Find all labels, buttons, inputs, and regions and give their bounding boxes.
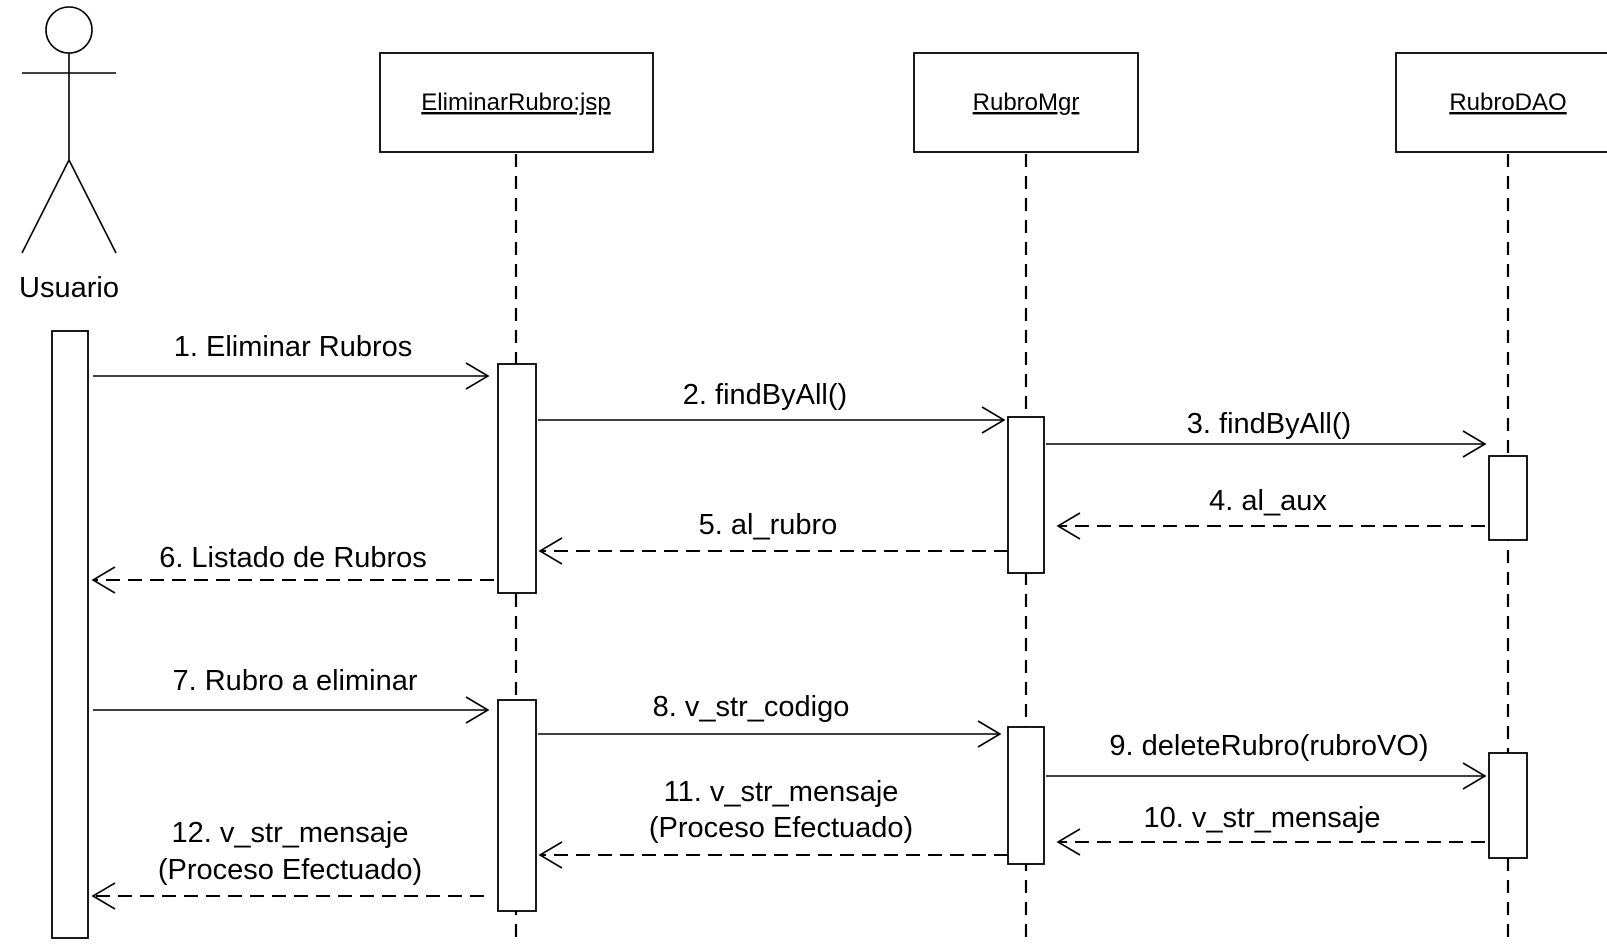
participant-box <box>913 52 1139 153</box>
message-5-label: 5. al_rubro <box>699 509 838 541</box>
actor-left-leg <box>21 159 70 254</box>
message-4: 4. al_aux <box>1056 485 1485 540</box>
message-11-label-line-1: 11. v_str_mensaje <box>664 776 899 808</box>
message-2-label: 2. findByAll() <box>683 379 847 411</box>
participant-eliminarrubro-jsp: EliminarRubro:jsp <box>379 52 654 153</box>
message-2-arrowhead <box>981 406 1006 434</box>
participant-title: RubroDAO <box>1449 89 1566 116</box>
message-1: 1. Eliminar Rubros <box>93 331 490 390</box>
message-7: 7. Rubro a eliminar <box>93 665 490 724</box>
message-3-label: 3. findByAll() <box>1187 408 1351 440</box>
message-4-arrowhead <box>1056 512 1081 540</box>
message-12-label-line-2: (Proceso Efectuado) <box>158 854 422 886</box>
activation-dao-1 <box>1488 455 1528 541</box>
participant-rubromgr: RubroMgr <box>913 52 1139 153</box>
activation-usuario <box>51 330 89 939</box>
activation-mgr-2 <box>1007 726 1045 865</box>
message-10-arrowhead <box>1056 828 1081 856</box>
message-11: 11. v_str_mensaje (Proceso Efectuado) <box>538 776 1008 869</box>
actor-name: Usuario <box>19 272 119 304</box>
activation-dao-2 <box>1488 752 1528 859</box>
message-9: 9. deleteRubro(rubroVO) <box>1046 730 1487 790</box>
message-9-label: 9. deleteRubro(rubroVO) <box>1109 730 1428 762</box>
participant-title: EliminarRubro:jsp <box>421 89 610 116</box>
message-4-label: 4. al_aux <box>1209 485 1327 517</box>
participant-title: RubroMgr <box>973 89 1080 116</box>
message-2: 2. findByAll() <box>538 379 1006 434</box>
message-11-label-line-2: (Proceso Efectuado) <box>649 812 913 844</box>
activation-mgr-1 <box>1007 416 1045 574</box>
participant-box <box>1395 52 1607 153</box>
message-3-arrowhead <box>1462 430 1487 458</box>
message-12-label-line-1: 12. v_str_mensaje <box>172 817 409 849</box>
message-10: 10. v_str_mensaje <box>1056 802 1485 856</box>
message-12: 12. v_str_mensaje (Proceso Efectuado) <box>91 817 484 910</box>
message-11-arrowhead <box>538 841 563 869</box>
message-6-arrowhead <box>91 566 116 594</box>
participant-box <box>379 52 654 153</box>
message-3: 3. findByAll() <box>1046 408 1487 458</box>
message-10-label: 10. v_str_mensaje <box>1144 802 1381 834</box>
message-5-arrowhead <box>538 537 563 565</box>
message-7-label: 7. Rubro a eliminar <box>173 665 418 697</box>
message-6-label: 6. Listado de Rubros <box>159 542 427 574</box>
activation-jsp-2 <box>497 699 537 912</box>
message-1-label: 1. Eliminar Rubros <box>174 331 413 363</box>
message-8-arrowhead <box>977 720 1002 748</box>
message-7-arrowhead <box>465 696 490 724</box>
message-1-arrowhead <box>465 362 490 390</box>
actor-right-leg <box>68 159 117 254</box>
message-12-arrowhead <box>91 882 116 910</box>
activation-jsp-1 <box>497 363 537 594</box>
message-6: 6. Listado de Rubros <box>91 542 494 594</box>
actor-usuario: Usuario <box>19 6 119 304</box>
participant-rubrodao: RubroDAO <box>1395 52 1607 153</box>
message-9-arrowhead <box>1462 762 1487 790</box>
message-8: 8. v_str_codigo <box>538 691 1002 748</box>
actor-head <box>45 6 93 54</box>
message-5: 5. al_rubro <box>538 509 1008 565</box>
message-8-label: 8. v_str_codigo <box>653 691 850 723</box>
